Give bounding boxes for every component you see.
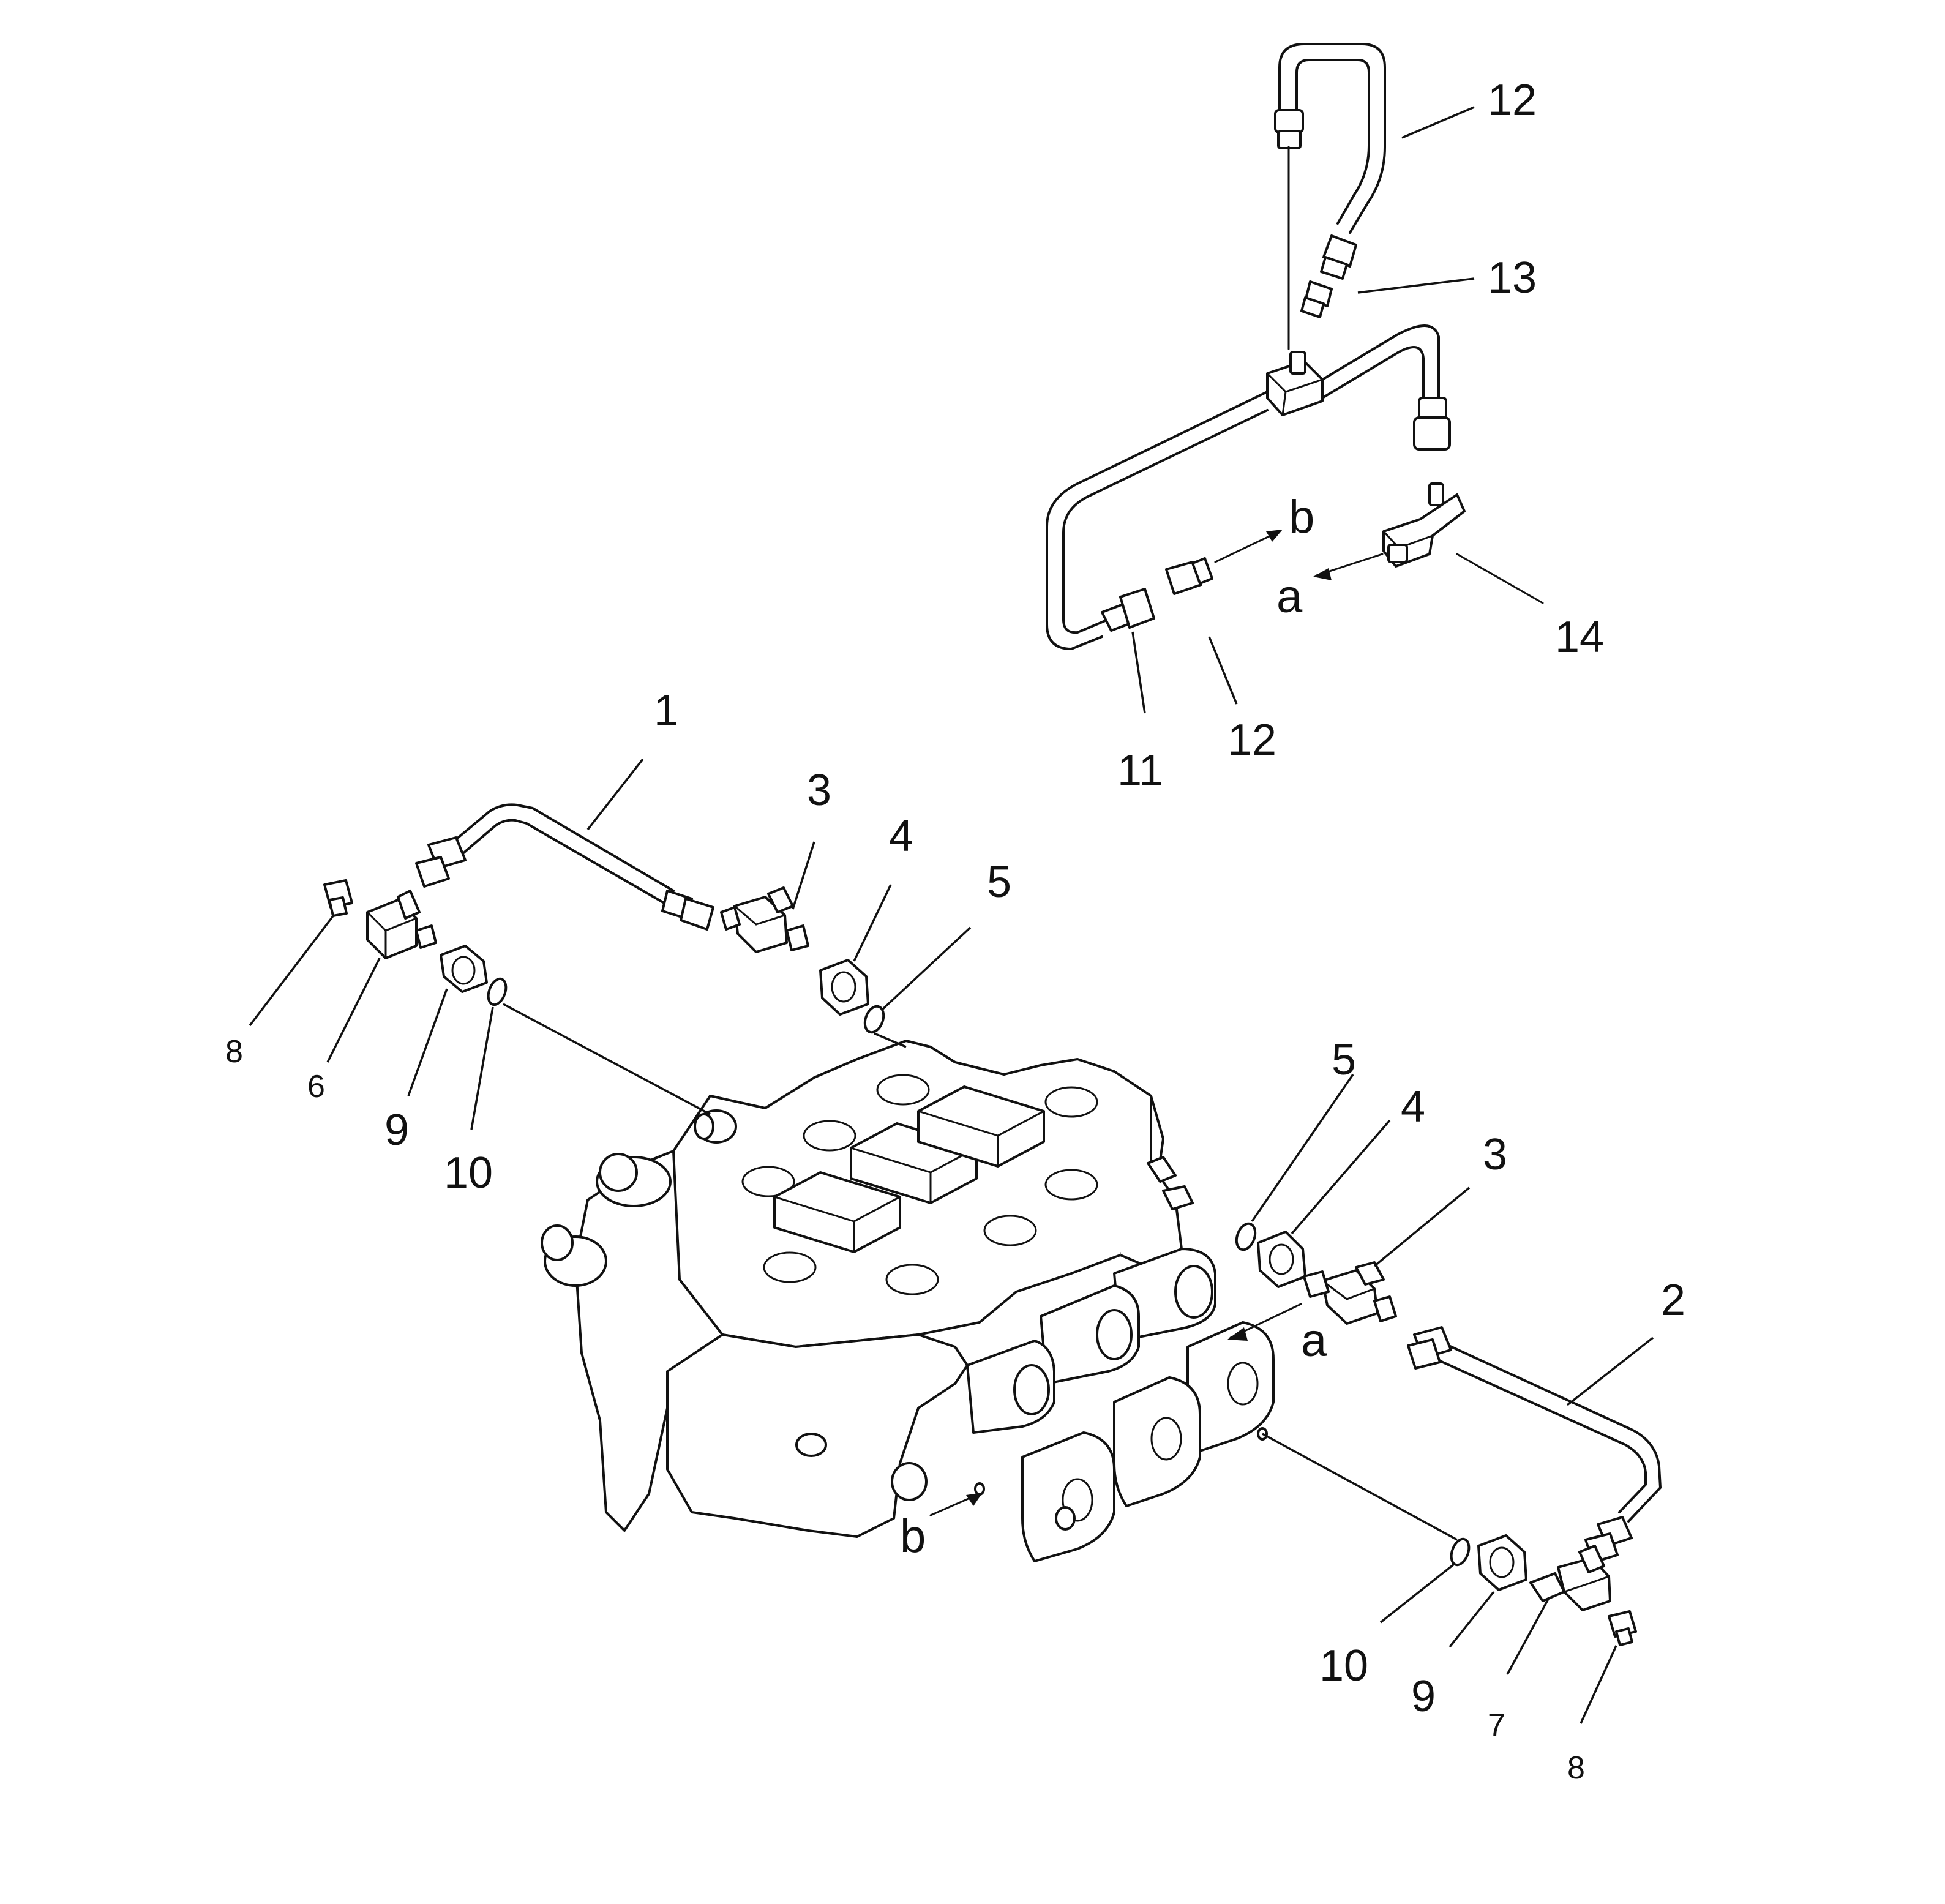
callout-14: 14	[1555, 613, 1604, 662]
o-ring-5-upper	[863, 1005, 885, 1034]
leader-lines	[249, 106, 1654, 1724]
control-valve-body	[541, 1040, 1275, 1562]
callout-7: 7	[1488, 1707, 1505, 1743]
callout-2: 2	[1661, 1276, 1685, 1325]
elbow-6	[366, 890, 437, 959]
reference-arrows-valve	[929, 1303, 1302, 1516]
callout-10-left: 10	[444, 1149, 493, 1197]
callout-9-left: 9	[384, 1106, 409, 1155]
tube-2-group	[1235, 1222, 1662, 1646]
plug-8-right	[1608, 1610, 1637, 1646]
callout-1: 1	[654, 686, 678, 735]
ref-b-top: b	[1289, 491, 1314, 543]
callout-3-right: 3	[1483, 1130, 1507, 1179]
tube-1-group	[323, 803, 885, 1034]
nut-4-right	[1257, 1231, 1306, 1288]
callout-8-right: 8	[1567, 1750, 1585, 1786]
fitting-13	[1300, 280, 1333, 318]
tube-2	[1407, 1326, 1662, 1564]
reference-letters: b a a b	[900, 491, 1327, 1562]
nut-9-right	[1477, 1534, 1527, 1591]
tee-pipe-assembly	[1046, 324, 1451, 650]
elbow-7	[1529, 1545, 1611, 1611]
tee-3-upper	[720, 886, 809, 953]
callout-3-upper: 3	[807, 766, 831, 815]
callout-4-right: 4	[1401, 1082, 1425, 1131]
o-ring-10-right	[1450, 1537, 1471, 1567]
reference-arrows-top	[1214, 530, 1544, 604]
upper-pipe-assembly	[1046, 43, 1544, 650]
callout-12-bottom: 12	[1227, 716, 1276, 765]
o-ring-5-right	[1235, 1222, 1257, 1251]
tee-3-right	[1303, 1261, 1397, 1325]
callout-8-left: 8	[225, 1034, 243, 1070]
callout-4-upper: 4	[889, 812, 913, 861]
callout-5-upper: 5	[987, 858, 1011, 907]
o-ring-10-left	[487, 977, 508, 1006]
callout-12-top: 12	[1488, 76, 1537, 125]
adapter-12	[1165, 557, 1213, 595]
tube-12	[1274, 43, 1386, 350]
tube-1	[415, 803, 714, 931]
nut-4-upper	[819, 959, 869, 1016]
callout-5-right: 5	[1332, 1035, 1356, 1084]
callouts: 12 13 14 11 12 1 3 4 5 8 6 9 10 5 4 3 2 …	[225, 76, 1685, 1786]
callout-13: 13	[1488, 253, 1537, 302]
plug-8-left	[323, 879, 353, 917]
spool-ends	[966, 1248, 1275, 1562]
ref-a-top: a	[1276, 571, 1303, 623]
ref-a-valve: a	[1301, 1314, 1327, 1366]
callout-6: 6	[307, 1069, 325, 1104]
callout-9-right: 9	[1411, 1672, 1436, 1721]
callout-10-right: 10	[1319, 1641, 1368, 1690]
nut-9-left	[440, 945, 488, 993]
ref-b-valve: b	[900, 1510, 926, 1562]
callout-11: 11	[1117, 746, 1163, 795]
tee-14	[1382, 482, 1466, 568]
